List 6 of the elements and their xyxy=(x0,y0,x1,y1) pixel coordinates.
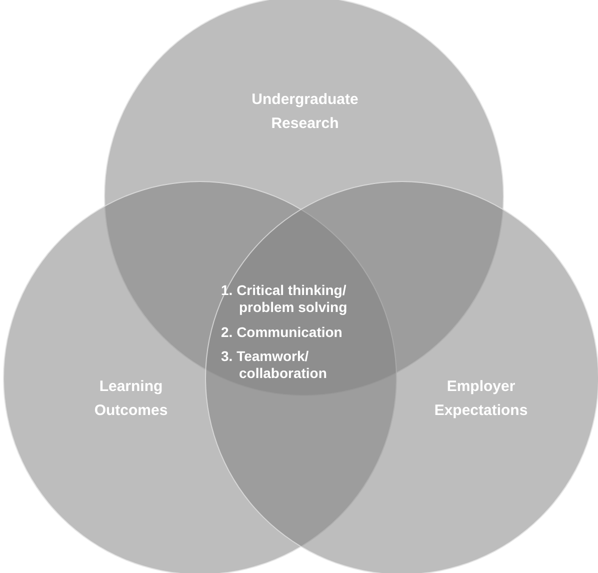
list-item: 3. Teamwork/ collaboration xyxy=(221,348,328,382)
circle-label: Learning Outcomes xyxy=(93,377,169,421)
circle-label: Employer Expectations xyxy=(433,377,529,421)
list-item: 1. Critical thinking/ problem solving xyxy=(221,282,348,316)
circle-label: Undergraduate Research xyxy=(250,90,360,134)
list-item: 2. Communication xyxy=(221,324,344,341)
